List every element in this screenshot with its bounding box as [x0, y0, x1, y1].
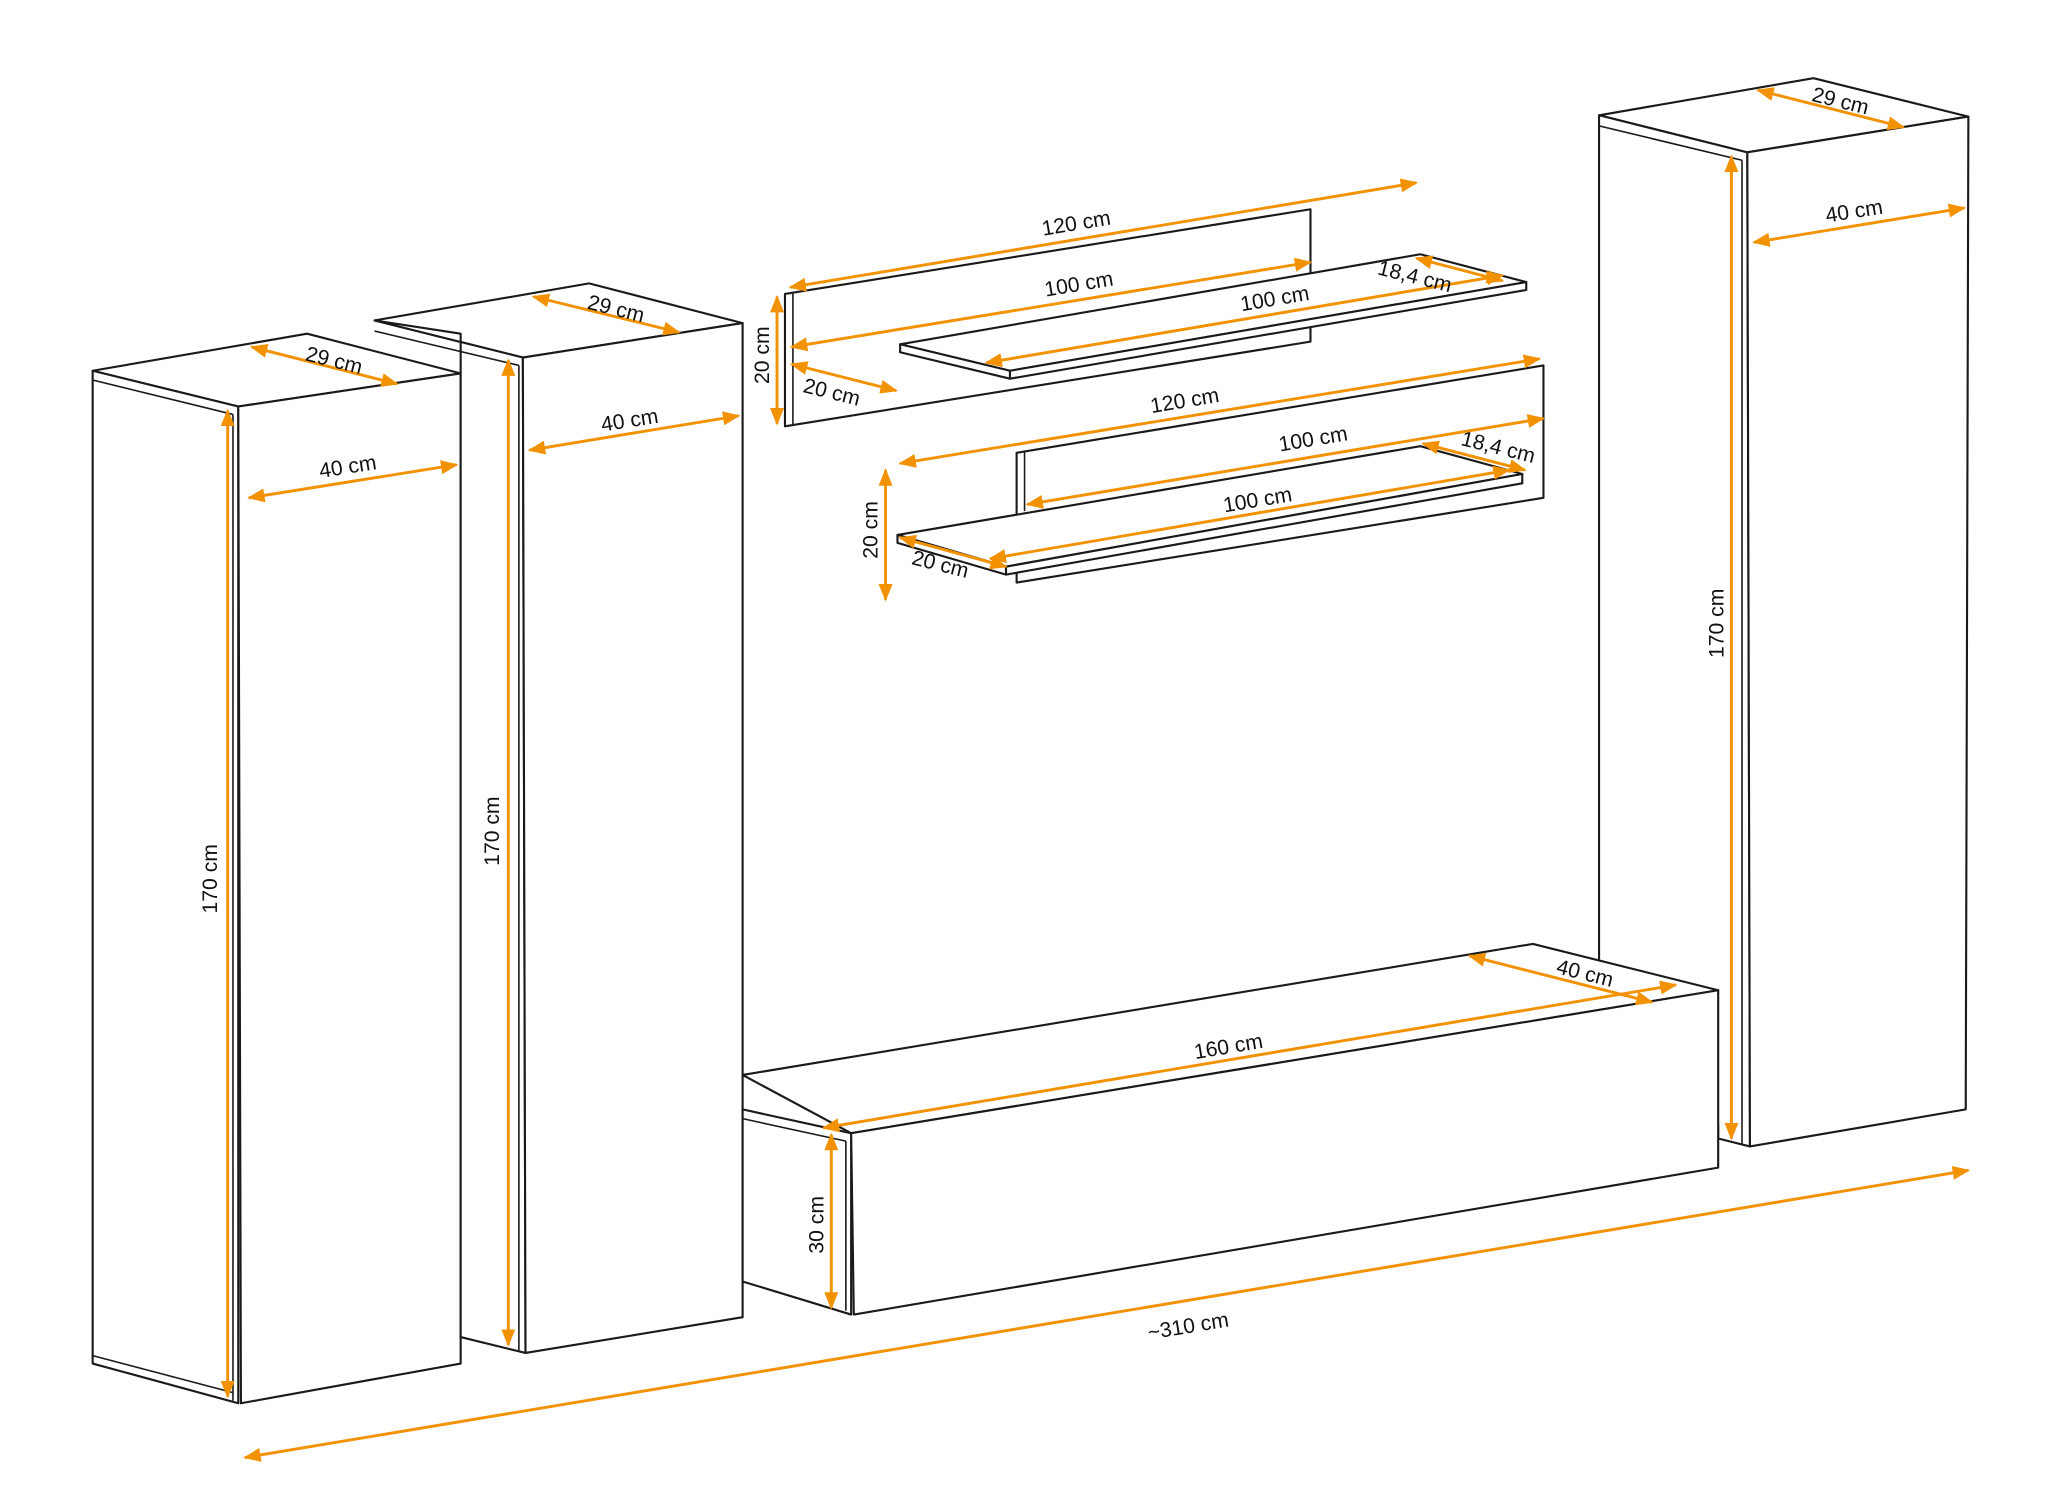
label-cab2-height: 170 cm: [481, 796, 504, 865]
label-cab1-height: 170 cm: [199, 844, 222, 913]
label-shelf2-height: 20 cm: [860, 501, 883, 559]
cabinet-middle: [373, 282, 744, 1355]
tv-unit: [741, 942, 1720, 1316]
label-cab3-height: 170 cm: [1705, 589, 1728, 658]
dimension-arrows: [220, 87, 1971, 1462]
cabinet-left: [91, 332, 462, 1405]
label-shelf1-height: 20 cm: [751, 326, 774, 384]
label-tv-height: 30 cm: [805, 1196, 828, 1254]
wall-shelf-lower: [896, 364, 1545, 584]
label-total-width: ~310 cm: [1146, 1308, 1230, 1344]
